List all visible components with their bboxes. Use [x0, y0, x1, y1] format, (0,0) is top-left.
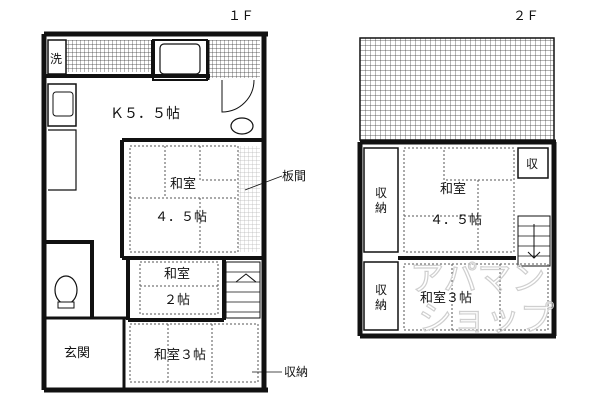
washitsu-2-tatami: [139, 261, 219, 315]
kitchen-counter: [48, 129, 77, 191]
sink-basin: [52, 91, 74, 117]
first-floor-outer-walls: [41, 31, 268, 393]
washitsu-3-tatami: [129, 323, 259, 383]
second-washitsu-3-seams: [451, 264, 501, 330]
kitchen-label: Ｋ５．５帖: [110, 106, 180, 122]
first-floor-stairs: [225, 261, 261, 319]
toilet-tank: [57, 301, 75, 309]
washitsu-45-tatami: [129, 145, 239, 253]
washitsu-3-label: 和室３帖: [154, 347, 206, 363]
second-floor-stairs: [517, 215, 551, 267]
watermark-line-1: アパマン: [410, 259, 545, 299]
second-washitsu-45-seams: [404, 180, 479, 252]
second-floor-outer-walls: [357, 139, 557, 339]
washitsu-2-name: 和室: [164, 266, 190, 282]
stair-treads: [226, 271, 260, 313]
door-swing: [221, 79, 255, 113]
closet-1-label-b: 納: [375, 201, 387, 215]
entrance-label: 玄関: [64, 346, 90, 361]
first-floor-upper-grid: [208, 40, 260, 78]
stair-arrow: [235, 273, 257, 283]
second-washitsu-45-tatami: [403, 147, 515, 253]
shuno-callout-label: 収納: [284, 365, 308, 379]
itama-floor: [238, 146, 260, 252]
tatami-seams: [130, 146, 238, 252]
second-washitsu-3-label: 和室３帖: [420, 290, 472, 306]
closet-2: [363, 261, 399, 331]
storage-top: [517, 147, 549, 179]
washitsu-45-walls: [120, 138, 264, 260]
toilet-bowl: [54, 275, 78, 305]
washitsu-45-size: ４．５帖: [155, 210, 207, 225]
washroom-label: 洗: [50, 52, 62, 66]
toilet-walls: [44, 240, 94, 318]
entrance-walls: [44, 316, 128, 390]
washitsu-45-name: 和室: [170, 176, 196, 192]
first-floor-label: １Ｆ: [228, 9, 254, 24]
closet-1: [363, 147, 399, 253]
closet-2-label-a: 収: [375, 283, 387, 297]
second-washitsu-45-size: ４．５帖: [430, 213, 482, 228]
watermark-line-2: ショップ: [418, 299, 554, 339]
washitsu-2-walls: [126, 258, 226, 322]
closet-2-label-b: 納: [375, 298, 387, 312]
closet-1-label-a: 収: [375, 186, 387, 200]
first-floor-plan: １Ｆ 洗 Ｋ５．５帖 和室 ４．５帖 板間: [41, 9, 308, 393]
second-washitsu-3-tatami: [403, 263, 549, 331]
second-stair-arrow: [527, 224, 541, 259]
second-floor-balcony: [359, 37, 555, 141]
first-floor-balcony-grid: [62, 40, 152, 72]
itama-label: 板間: [282, 169, 306, 183]
washbasin: [230, 117, 254, 135]
second-washitsu-45-seam-top: [443, 147, 515, 181]
second-floor-plan: ２Ｆ 収 納 収 納 和室 ４．５帖 収 和室３帖 アパマン ショップ: [357, 9, 557, 340]
bathtub: [159, 43, 201, 75]
washitsu-2-size: ２帖: [164, 293, 190, 308]
second-washitsu-45-name: 和室: [440, 181, 466, 197]
storage-top-label: 収: [526, 157, 538, 171]
washitsu-3-seams: [167, 324, 213, 382]
itama-callout-line: [244, 175, 283, 191]
second-floor-label: ２Ｆ: [513, 9, 539, 24]
